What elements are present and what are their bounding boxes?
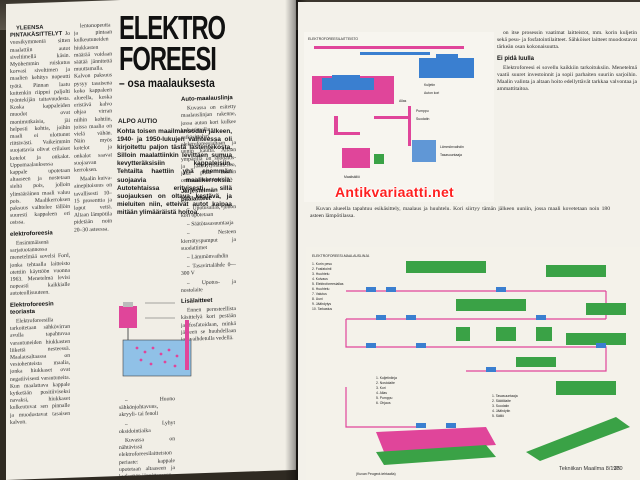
- diagram2-title: ELEKTROFOREESI-MAALAUSLINJA: [312, 254, 370, 258]
- svg-text:Allas: Allas: [399, 99, 407, 103]
- diagram-paint-line: ELEKTROFOREESI-MAALAUSLINJA 1. Korin pes…: [306, 247, 640, 480]
- svg-text:Pumppu: Pumppu: [416, 109, 429, 113]
- svg-text:3. Huuhtelu: 3. Huuhtelu: [312, 272, 329, 276]
- svg-text:2. Fosfatointi: 2. Fosfatointi: [312, 267, 332, 271]
- station-oven: [566, 333, 626, 345]
- car-bodies: [366, 287, 606, 428]
- electrophoresis-illustration: [119, 302, 192, 377]
- diagram1-title: ELEKTROFOREESILAITTEISTO: [308, 37, 358, 41]
- car-body-right: [419, 58, 474, 78]
- svg-text:7. Valutus: 7. Valutus: [312, 292, 327, 296]
- station-cool: [516, 357, 556, 367]
- conveyor-track: [360, 52, 430, 55]
- left-column-2: lentonopeutta ja pintaan kulkeutuneiden …: [74, 22, 112, 234]
- svg-text:Auton kori: Auton kori: [424, 91, 440, 95]
- svg-text:9. Jäähdytys: 9. Jäähdytys: [312, 302, 331, 306]
- tank-water: [123, 340, 191, 376]
- svg-text:Lämmönvaihdin: Lämmönvaihdin: [440, 145, 464, 149]
- conveyor-rail: [314, 46, 464, 49]
- section-heading: Elektroforeesin teoriasta: [10, 300, 54, 316]
- text-below-diagram1: Kuvan alueella tapahtuu esikäsittely, ma…: [310, 206, 610, 220]
- electrophoresis-tank: [376, 427, 496, 452]
- paint-reservoir: [342, 148, 370, 168]
- svg-text:4. Allas: 4. Allas: [376, 391, 387, 395]
- svg-text:8. Uuni: 8. Uuni: [312, 297, 323, 301]
- svg-text:5. Pumppu: 5. Pumppu: [376, 396, 393, 400]
- column-lead: YLEENSÄ PINTAKÄSITTELYT: [10, 24, 63, 40]
- svg-text:Maalisäiliö: Maalisäiliö: [344, 175, 360, 179]
- section-heading: elektroforeesia: [10, 230, 53, 238]
- left-column-3-bottom: – Huono sähkönjohtavuus, akryyli- tai fe…: [119, 396, 175, 477]
- magazine-footer: Tekniikan Maailma 8/1970: [559, 466, 623, 472]
- svg-text:Kuljetin: Kuljetin: [424, 83, 435, 87]
- electrode-cap: [123, 302, 133, 307]
- svg-text:2. Nostolaite: 2. Nostolaite: [376, 381, 395, 385]
- electrode-right: [185, 320, 189, 370]
- article-subtitle: – osa maalauksesta: [119, 76, 215, 90]
- station-dry: [586, 303, 626, 315]
- diagram2-caption: (Kuvan Peugeot-tehtaalta): [356, 472, 396, 476]
- right-page-column: on itse prosessin vaatimat laitteistot, …: [497, 30, 637, 93]
- svg-text:4. Jäähdytin: 4. Jäähdytin: [492, 409, 510, 413]
- station-washer: [406, 261, 486, 273]
- svg-text:1. Tasasuuntaaja: 1. Tasasuuntaaja: [492, 394, 518, 398]
- car-body-in-tank: [322, 78, 374, 90]
- svg-text:3. Suodatin: 3. Suodatin: [492, 404, 509, 408]
- article-intro: Kohta toisen maailmansodan jälkeen, 1940…: [117, 128, 232, 216]
- svg-text:6. Ohjaus: 6. Ohjaus: [376, 401, 391, 405]
- article-title: ELEKTRO FOREESI – osa maalauksesta: [119, 9, 226, 90]
- legend-right: 1. Tasasuuntaaja 2. Säätölaite 3. Suodat…: [492, 394, 518, 418]
- author-name: ALPO AUTIO: [118, 118, 158, 125]
- legend-left: 1. Korin pesu 2. Fosfatointi 3. Huuhtelu…: [312, 262, 344, 311]
- svg-text:2. Säätölaite: 2. Säätölaite: [492, 399, 511, 403]
- svg-text:4. Kuivaus: 4. Kuivaus: [312, 277, 328, 281]
- legend-mid: 1. Kuljetinlinja 2. Nostolaite 3. Kori 4…: [376, 376, 397, 405]
- svg-text:Tasasuuntaaja: Tasasuuntaaja: [440, 153, 462, 157]
- svg-text:6. Huuhtelu: 6. Huuhtelu: [312, 287, 329, 291]
- svg-text:5. Säiliö: 5. Säiliö: [492, 414, 504, 418]
- svg-text:1. Korin pesu: 1. Korin pesu: [312, 262, 332, 266]
- svg-text:Suodatin: Suodatin: [416, 117, 429, 121]
- left-column-1: YLEENSÄ PINTAKÄSITTELYT Jo vuosikymmeniä…: [10, 24, 70, 426]
- svg-text:5. Elektroforeesiallas: 5. Elektroforeesiallas: [312, 282, 344, 286]
- station-inspection: [526, 417, 630, 461]
- heat-exchanger: [412, 140, 436, 162]
- station-phosphate: [546, 265, 606, 277]
- svg-text:10. Tarkastus: 10. Tarkastus: [312, 307, 332, 311]
- page-number: 35: [614, 466, 621, 472]
- particles: [135, 346, 179, 368]
- svg-text:1. Kuljetinlinja: 1. Kuljetinlinja: [376, 376, 397, 380]
- electrode-magenta: [119, 306, 137, 328]
- station-rinse: [456, 299, 526, 311]
- svg-text:3. Kori: 3. Kori: [376, 386, 386, 390]
- tank-outline: [122, 339, 192, 377]
- watermark: Antikvariaatti.net: [335, 184, 454, 200]
- diagram-electrophoresis-plant: ELEKTROFOREESILAITTEISTO Kuljetin Auton …: [304, 32, 494, 202]
